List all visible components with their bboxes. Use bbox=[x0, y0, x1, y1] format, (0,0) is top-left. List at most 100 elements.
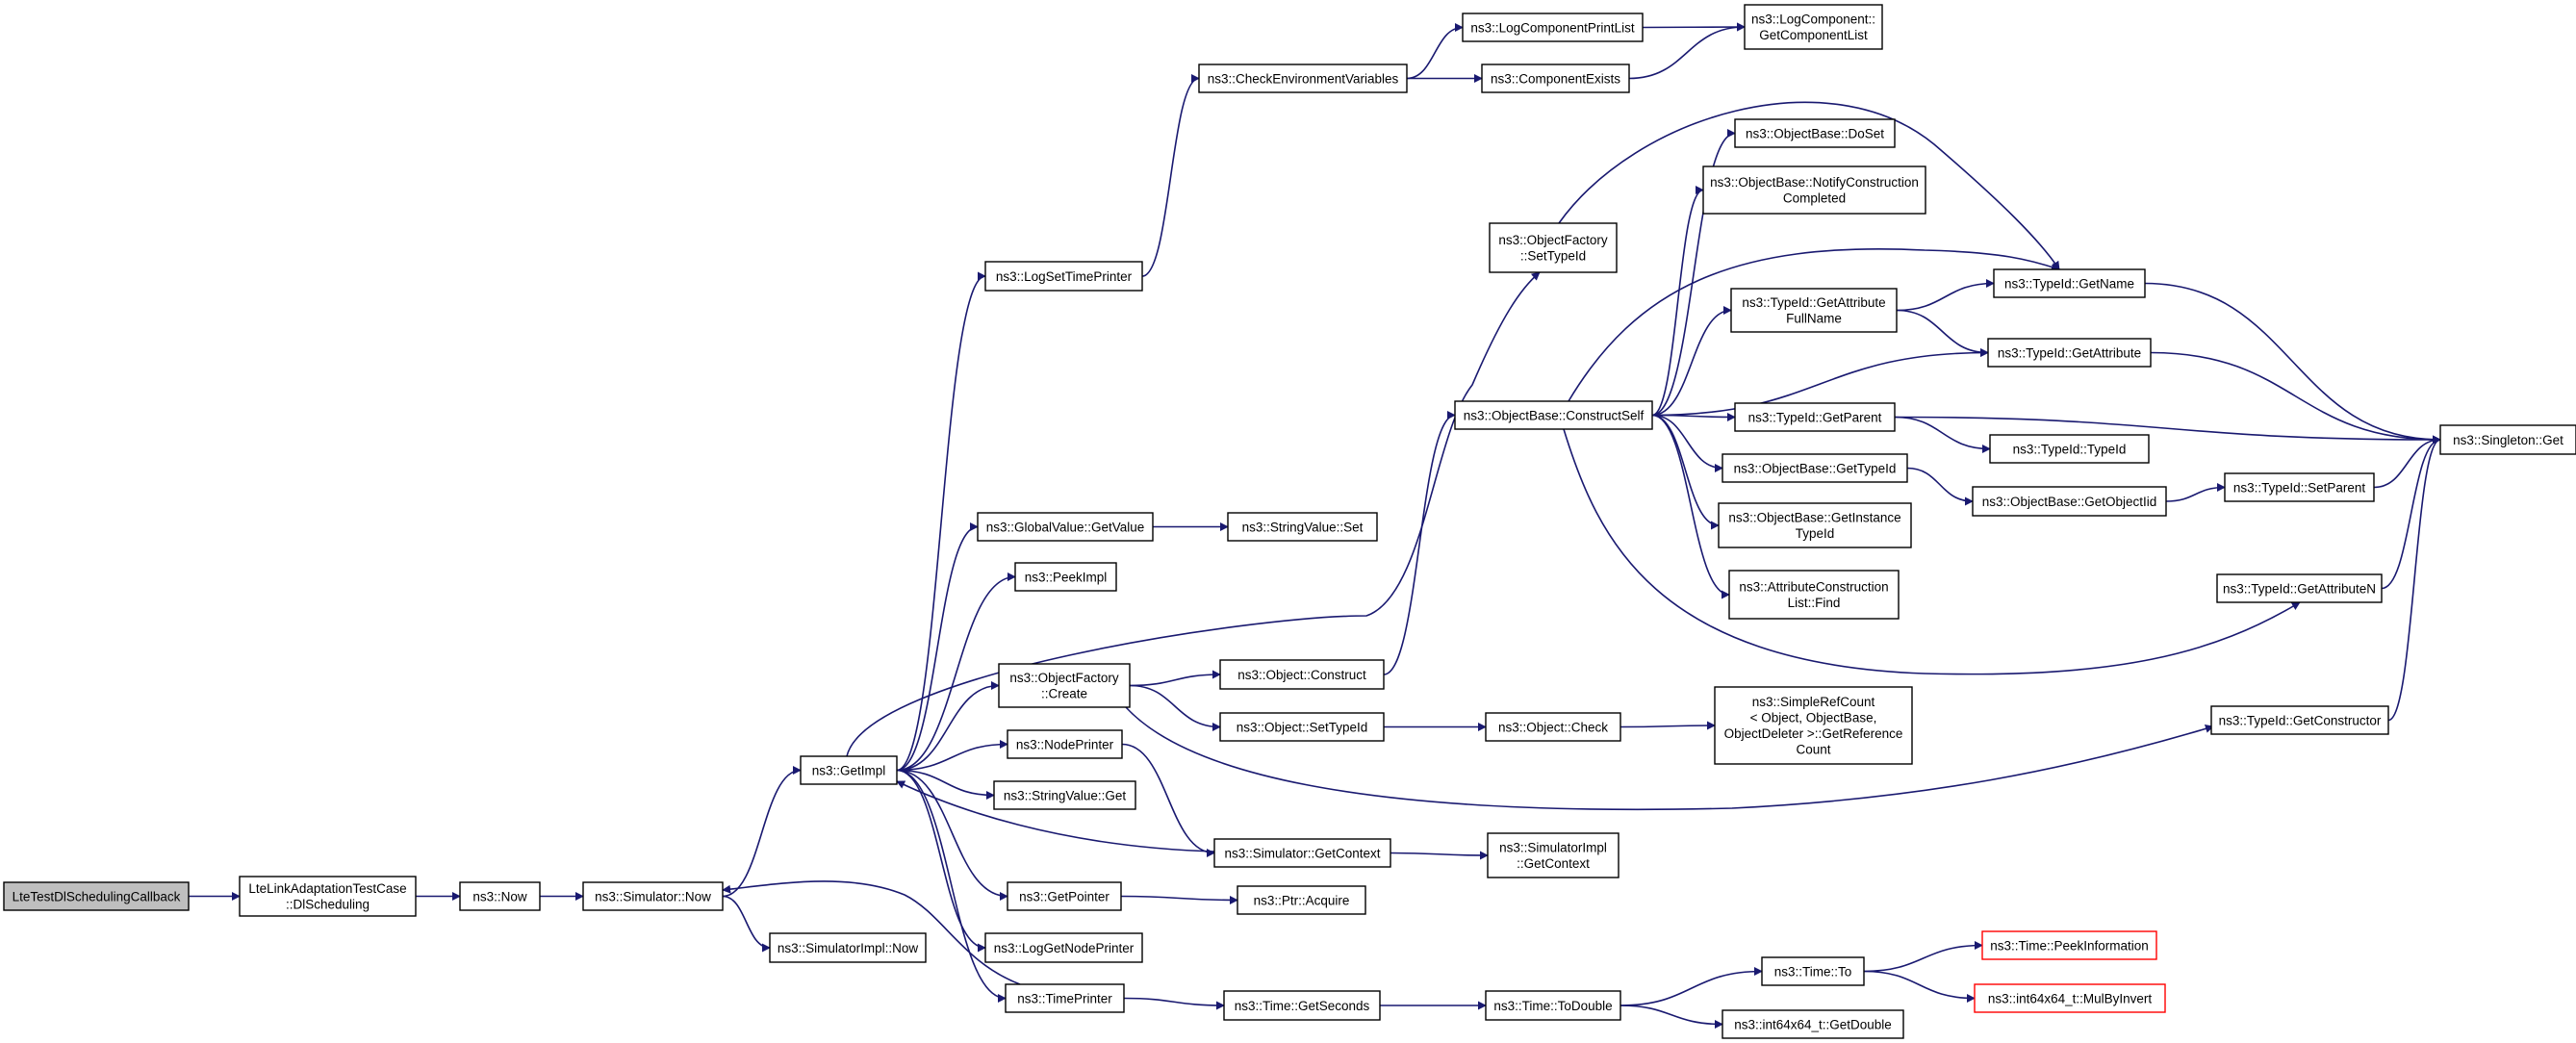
edge-simnow-to-simimplnow bbox=[722, 895, 771, 953]
node-getpointer[interactable]: ns3::GetPointer bbox=[1007, 881, 1122, 911]
node-int64getdouble[interactable]: ns3::int64x64_t::GetDouble bbox=[1722, 1009, 1904, 1039]
node-box bbox=[1722, 453, 1908, 483]
node-label: ns3::CheckEnvironmentVariables bbox=[1208, 71, 1399, 86]
node-gvgetvalue[interactable]: ns3::GlobalValue::GetValue bbox=[977, 512, 1154, 542]
node-tidgetctor[interactable]: ns3::TypeId::GetConstructor bbox=[2210, 705, 2389, 735]
node-tidgetparent[interactable]: ns3::TypeId::GetParent bbox=[1734, 402, 1896, 432]
node-obconstruct[interactable]: ns3::ObjectBase::ConstructSelf bbox=[1454, 400, 1653, 430]
node-box bbox=[1714, 686, 1913, 765]
node-box bbox=[582, 881, 724, 911]
node-simnow[interactable]: ns3::Simulator::Now bbox=[582, 881, 724, 911]
node-box bbox=[1722, 1009, 1904, 1039]
node-strvalget[interactable]: ns3::StringValue::Get bbox=[993, 780, 1136, 810]
node-box bbox=[1987, 338, 2152, 368]
edge-getimpl-to-timeprinter bbox=[896, 769, 1007, 1003]
node-box bbox=[1219, 659, 1385, 690]
node-box bbox=[998, 663, 1131, 708]
edge-timeprinter-to-simnow bbox=[722, 880, 1021, 985]
node-label: ns3::int64x64_t::MulByInvert bbox=[1988, 991, 2153, 1005]
edge-timetodouble-to-int64getdouble bbox=[1620, 1005, 1723, 1029]
node-timetodouble[interactable]: ns3::Time::ToDouble bbox=[1485, 990, 1621, 1021]
node-compexists[interactable]: ns3::ComponentExists bbox=[1481, 64, 1630, 93]
node-label: ns3::Simulator::GetContext bbox=[1224, 846, 1380, 860]
node-tidgetattr[interactable]: ns3::TypeId::GetAttribute bbox=[1987, 338, 2152, 368]
node-ptracquire[interactable]: ns3::Ptr::Acquire bbox=[1237, 885, 1366, 915]
node-label: ns3::TypeId::GetConstructor bbox=[2219, 713, 2382, 727]
node-box bbox=[2210, 705, 2389, 735]
node-label: ns3::TypeId::GetAttribute bbox=[1742, 295, 1885, 310]
edge-ofcreate-to-tidgetctor bbox=[1125, 706, 2214, 811]
node-tidgetattrn[interactable]: ns3::TypeId::GetAttributeN bbox=[2216, 573, 2383, 603]
node-checkenv[interactable]: ns3::CheckEnvironmentVariables bbox=[1198, 64, 1408, 93]
node-ofsettypeid[interactable]: ns3::ObjectFactory::SetTypeId bbox=[1489, 222, 1618, 273]
node-simimplnow[interactable]: ns3::SimulatorImpl::Now bbox=[769, 932, 927, 963]
node-tidgetname[interactable]: ns3::TypeId::GetName bbox=[1993, 268, 2146, 298]
node-tidsetparent[interactable]: ns3::TypeId::SetParent bbox=[2224, 472, 2375, 502]
edge-obconstruct-to-attrfind bbox=[1651, 414, 1730, 599]
node-box bbox=[1730, 288, 1898, 333]
node-timegetsec[interactable]: ns3::Time::GetSeconds bbox=[1223, 990, 1381, 1021]
node-label: ns3::AttributeConstruction bbox=[1739, 580, 1888, 595]
edge-ofcreate-to-objsettypeid bbox=[1129, 684, 1221, 731]
node-dlsched[interactable]: LteLinkAdaptationTestCase::DlScheduling bbox=[239, 876, 417, 917]
node-box bbox=[1014, 562, 1117, 592]
node-box bbox=[1989, 434, 2150, 464]
node-timepeek[interactable]: ns3::Time::PeekInformation bbox=[1981, 930, 2157, 960]
node-nodeprinter[interactable]: ns3::NodePrinter bbox=[1007, 729, 1123, 759]
node-root[interactable]: LteTestDlSchedulingCallback bbox=[3, 881, 190, 911]
node-simgetctx[interactable]: ns3::Simulator::GetContext bbox=[1213, 838, 1391, 868]
node-peekimpl[interactable]: ns3::PeekImpl bbox=[1014, 562, 1117, 592]
node-logcompprint[interactable]: ns3::LogComponentPrintList bbox=[1462, 13, 1644, 42]
node-objcheck[interactable]: ns3::Object::Check bbox=[1485, 712, 1621, 742]
edge-compexists-to-logcompget bbox=[1628, 22, 1746, 80]
node-logcompget[interactable]: ns3::LogComponent::GetComponentList bbox=[1744, 4, 1883, 50]
node-obdoset[interactable]: ns3::ObjectBase::DoSet bbox=[1734, 118, 1896, 148]
node-label: ns3::ObjectBase::ConstructSelf bbox=[1464, 408, 1645, 422]
node-singleton[interactable]: ns3::Singleton::Get bbox=[2439, 424, 2576, 455]
node-objsettypeid[interactable]: ns3::Object::SetTypeId bbox=[1219, 712, 1385, 742]
node-logsettime[interactable]: ns3::LogSetTimePrinter bbox=[984, 261, 1143, 292]
node-label: ns3::Singleton::Get bbox=[2453, 433, 2563, 447]
node-simplerefcount[interactable]: ns3::SimpleRefCount< Object, ObjectBase,… bbox=[1714, 686, 1913, 765]
node-box bbox=[977, 512, 1154, 542]
node-int64mul[interactable]: ns3::int64x64_t::MulByInvert bbox=[1974, 983, 2166, 1013]
node-box bbox=[2216, 573, 2383, 603]
node-simimplgetctx[interactable]: ns3::SimulatorImpl::GetContext bbox=[1487, 832, 1620, 878]
node-box bbox=[239, 876, 417, 917]
edge-getimpl-to-loggetnode bbox=[896, 769, 986, 953]
node-timeprinter[interactable]: ns3::TimePrinter bbox=[1005, 983, 1125, 1013]
node-obgetobjtid[interactable]: ns3::ObjectBase::GetObjectIid bbox=[1972, 486, 2167, 517]
node-getimpl[interactable]: ns3::GetImpl bbox=[800, 755, 898, 785]
node-label: LteTestDlSchedulingCallback bbox=[13, 889, 181, 903]
node-tidtypeid[interactable]: ns3::TypeId::TypeId bbox=[1989, 434, 2150, 464]
edge-obconstruct-to-obnotify bbox=[1651, 186, 1704, 417]
edge-logsettime-to-checkenv bbox=[1141, 74, 1200, 277]
node-timeto[interactable]: ns3::Time::To bbox=[1761, 956, 1865, 986]
node-label: ns3::Time::PeekInformation bbox=[1990, 938, 2149, 953]
node-box bbox=[2224, 472, 2375, 502]
node-box bbox=[1734, 118, 1896, 148]
node-now[interactable]: ns3::Now bbox=[459, 881, 541, 911]
node-loggetnode[interactable]: ns3::LogGetNodePrinter bbox=[984, 932, 1143, 963]
node-box bbox=[993, 780, 1136, 810]
node-objconstruct[interactable]: ns3::Object::Construct bbox=[1219, 659, 1385, 690]
edge-getimpl-to-ofcreate bbox=[896, 681, 1000, 772]
node-label: ns3::ObjectBase::GetTypeId bbox=[1734, 461, 1897, 475]
node-label: ns3::TypeId::SetParent bbox=[2233, 480, 2366, 495]
node-obnotify[interactable]: ns3::ObjectBase::NotifyConstructionCompl… bbox=[1702, 165, 1926, 215]
node-label: ns3::GetImpl bbox=[812, 763, 886, 777]
edge-timetodouble-to-timeto bbox=[1620, 967, 1763, 1006]
node-label: ns3::ComponentExists bbox=[1491, 71, 1620, 86]
node-box bbox=[1489, 222, 1618, 273]
node-box bbox=[1223, 990, 1381, 1021]
node-strvalset[interactable]: ns3::StringValue::Set bbox=[1227, 512, 1378, 542]
edge-tidgetattr-to-singleton bbox=[2150, 351, 2441, 445]
node-ofcreate[interactable]: ns3::ObjectFactory::Create bbox=[998, 663, 1131, 708]
node-box bbox=[1761, 956, 1865, 986]
node-label: ns3::StringValue::Set bbox=[1242, 520, 1364, 534]
node-obgettypeid[interactable]: ns3::ObjectBase::GetTypeId bbox=[1722, 453, 1908, 483]
node-box bbox=[1485, 990, 1621, 1021]
